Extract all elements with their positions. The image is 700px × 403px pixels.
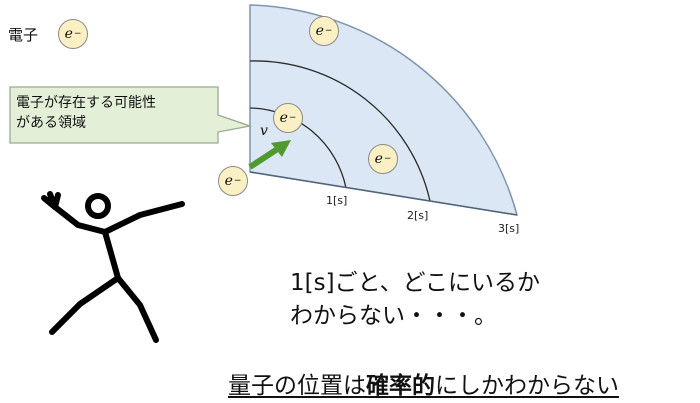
electron-icon: e− bbox=[218, 166, 248, 196]
conclusion-part-2: にしかわからない bbox=[435, 373, 619, 399]
electron-charge: − bbox=[73, 29, 82, 39]
legend-electron-icon: e− bbox=[58, 19, 88, 49]
velocity-label: v bbox=[260, 123, 268, 139]
legend-label: 電子 bbox=[8, 26, 39, 44]
running-person-icon bbox=[41, 191, 185, 343]
electron-icon: e− bbox=[309, 16, 339, 46]
electron-symbol: e bbox=[224, 173, 233, 189]
time-mark-3s: 3[s] bbox=[498, 222, 520, 235]
electron-icon: e− bbox=[273, 103, 303, 133]
message-line-2: わからない・・・。 bbox=[290, 303, 497, 329]
callout-line-2: がある領域 bbox=[16, 115, 86, 131]
electron-symbol: e bbox=[279, 110, 288, 126]
velocity-arrow-icon bbox=[248, 140, 291, 170]
conclusion-emphasis: 確率的 bbox=[366, 373, 435, 399]
time-mark-2s: 2[s] bbox=[407, 209, 429, 222]
electron-symbol: e bbox=[315, 23, 324, 39]
conclusion-text: 量子の位置は確率的にしかわからない bbox=[228, 366, 619, 400]
time-mark-1s: 1[s] bbox=[326, 194, 348, 207]
electron-icon: e− bbox=[368, 144, 398, 174]
message-line-1: 1[s]ごと、どこにいるか bbox=[290, 270, 540, 296]
radial-base-line bbox=[249, 171, 518, 216]
region-1s-arc bbox=[249, 107, 347, 189]
callout-text: 電子が存在する可能性 がある領域 bbox=[16, 93, 156, 133]
electron-symbol: e bbox=[374, 151, 383, 167]
callout-box bbox=[9, 86, 253, 144]
electron-charge: − bbox=[324, 26, 333, 36]
electron-charge: − bbox=[233, 176, 242, 186]
conclusion-part-1: 量子の位置は bbox=[228, 373, 366, 399]
electron-charge: − bbox=[288, 113, 297, 123]
electron-symbol: e bbox=[64, 26, 73, 42]
region-2s-arc bbox=[249, 60, 431, 202]
callout-line-1: 電子が存在する可能性 bbox=[16, 95, 156, 111]
electron-charge: − bbox=[383, 154, 392, 164]
region-3s bbox=[249, 4, 519, 216]
